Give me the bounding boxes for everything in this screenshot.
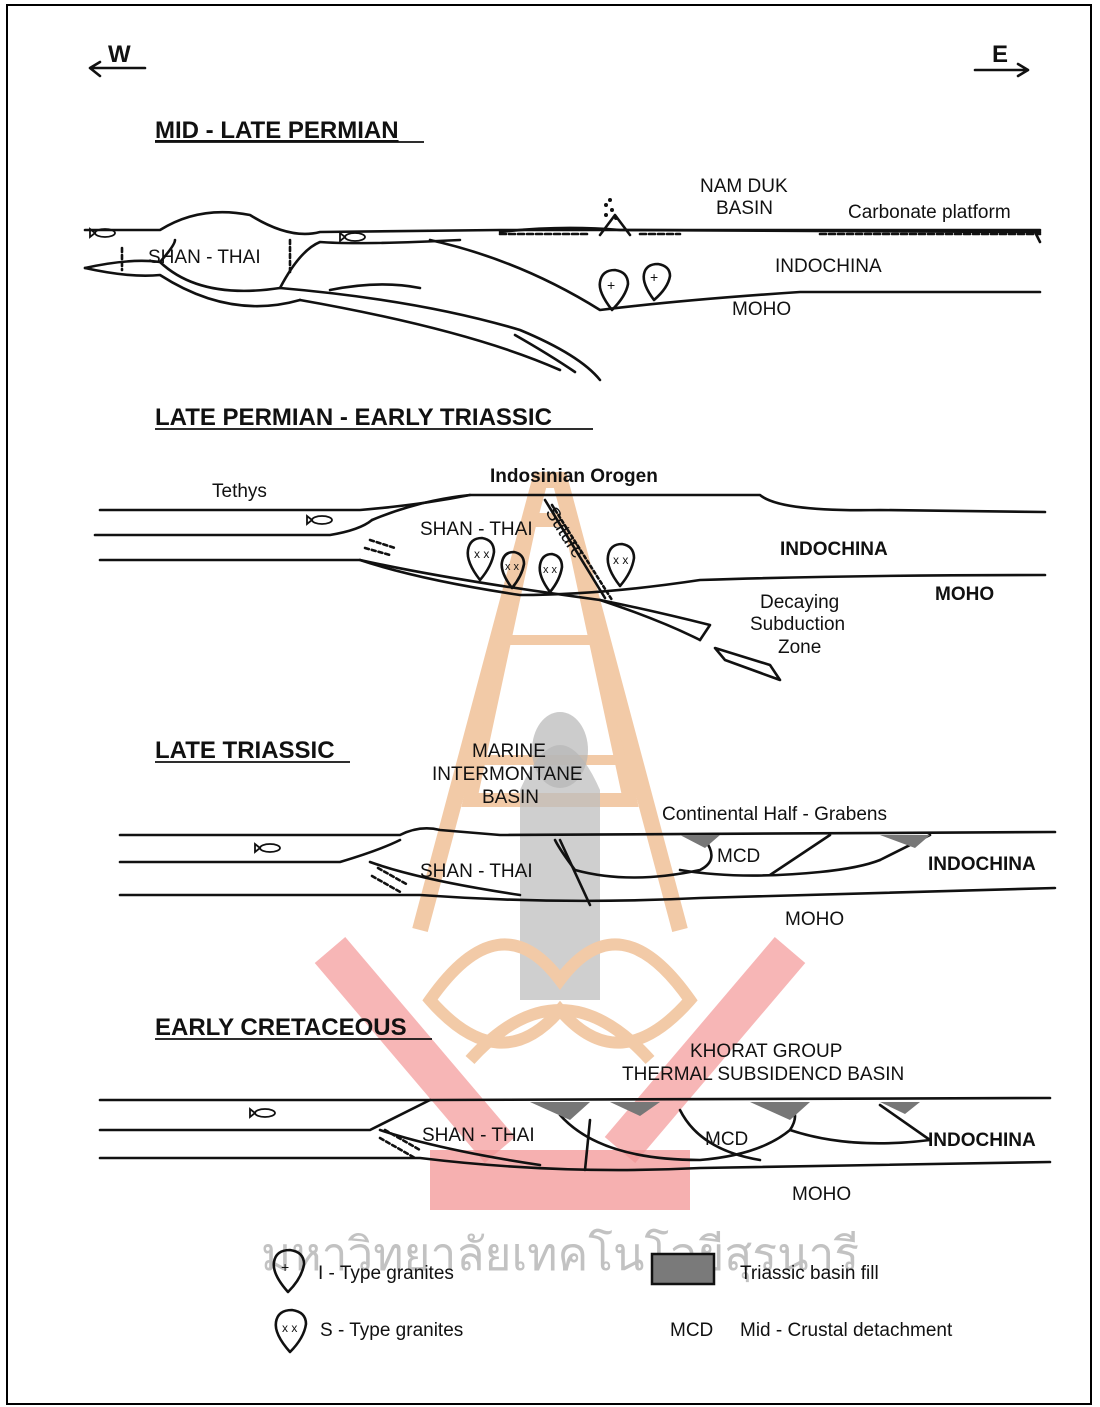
svg-text:+: + xyxy=(650,269,658,285)
decaying-label-3: Zone xyxy=(778,637,821,658)
carbonate-platform-label: Carbonate platform xyxy=(848,202,1011,223)
panel4-section: KHORAT GROUP THERMAL SUBSIDENCD BASIN SH… xyxy=(100,1041,1050,1205)
shan-thai-label: SHAN - THAI xyxy=(148,247,261,268)
marine-label-3: BASIN xyxy=(482,787,539,808)
panel1-section: + + SHAN - THAI NAM DUK BASIN Carbonate … xyxy=(85,176,1040,380)
legend-triassic-label: Triassic basin fill xyxy=(740,1263,879,1284)
tethys-label: Tethys xyxy=(212,481,267,502)
volcano-icon xyxy=(604,198,618,220)
s-type-granite-icon: x x xyxy=(276,1310,306,1352)
shan-thai-label: SHAN - THAI xyxy=(420,861,533,882)
moho-label: MOHO xyxy=(732,299,791,320)
fish-icon xyxy=(340,233,365,241)
shan-thai-label: SHAN - THAI xyxy=(420,519,533,540)
shan-thai-label: SHAN - THAI xyxy=(422,1125,535,1146)
khorat-label-2: THERMAL SUBSIDENCD BASIN xyxy=(622,1064,904,1085)
svg-text:x x: x x xyxy=(474,547,489,561)
svg-text:x x: x x xyxy=(613,553,628,567)
panel3-section: MARINE INTERMONTANE BASIN Continental Ha… xyxy=(120,741,1055,930)
s-type-granite-icon: x x xyxy=(540,554,562,592)
triassic-fill-swatch xyxy=(652,1254,714,1284)
panel3-title: LATE TRIASSIC xyxy=(155,737,335,764)
svg-text:x x: x x xyxy=(505,561,520,573)
moho-label: MOHO xyxy=(792,1184,851,1205)
moho-label: MOHO xyxy=(785,909,844,930)
panel2-section: x x x x x x x x Tethys Indosinian Orogen… xyxy=(95,466,1045,680)
east-direction: E xyxy=(975,41,1028,76)
s-type-granite-icon: x x xyxy=(502,552,524,588)
legend-mcd-def: Mid - Crustal detachment xyxy=(740,1320,953,1341)
legend: + I - Type granites x x S - Type granite… xyxy=(274,1250,953,1352)
marine-label-1: MARINE xyxy=(472,741,546,762)
fish-icon xyxy=(307,516,332,524)
mcd-label: MCD xyxy=(717,846,760,867)
nam-duk-label-1: NAM DUK xyxy=(700,176,788,197)
fish-icon xyxy=(255,844,280,852)
marine-label-2: INTERMONTANE xyxy=(432,764,583,785)
continental-half-grabens-label: Continental Half - Grabens xyxy=(662,804,887,825)
indochina-label: INDOCHINA xyxy=(928,1130,1036,1151)
svg-text:+: + xyxy=(281,1259,289,1275)
panel2-title: LATE PERMIAN - EARLY TRIASSIC xyxy=(155,404,552,431)
s-type-granite-icon: x x xyxy=(608,544,634,586)
svg-text:+: + xyxy=(607,277,615,293)
mcd-label: MCD xyxy=(705,1129,748,1150)
decaying-label-1: Decaying xyxy=(760,592,839,613)
svg-text:x x: x x xyxy=(282,1321,297,1335)
i-type-granite-icon: + xyxy=(600,270,628,310)
indochina-label: INDOCHINA xyxy=(775,256,882,277)
moho-label: MOHO xyxy=(935,584,994,605)
west-label: W xyxy=(108,41,131,68)
panel4-title: EARLY CRETACEOUS xyxy=(155,1014,407,1041)
nam-duk-label-2: BASIN xyxy=(716,198,773,219)
legend-s-type-label: S - Type granites xyxy=(320,1320,463,1341)
decaying-label-2: Subduction xyxy=(750,614,845,635)
i-type-granite-icon: + xyxy=(274,1250,304,1292)
east-label: E xyxy=(992,41,1008,68)
fish-icon xyxy=(250,1109,275,1117)
indochina-label: INDOCHINA xyxy=(780,539,888,560)
west-direction: W xyxy=(90,41,145,76)
legend-mcd-abbr: MCD xyxy=(670,1320,713,1341)
s-type-granite-icon: x x xyxy=(468,538,494,580)
svg-text:x x: x x xyxy=(543,564,558,576)
khorat-label-1: KHORAT GROUP xyxy=(690,1041,842,1062)
panel1-title: MID - LATE PERMIAN xyxy=(155,117,399,144)
legend-i-type-label: I - Type granites xyxy=(318,1263,454,1284)
indochina-label: INDOCHINA xyxy=(928,854,1036,875)
i-type-granite-icon: + xyxy=(644,264,670,300)
indosinian-orogen-label: Indosinian Orogen xyxy=(490,466,658,487)
